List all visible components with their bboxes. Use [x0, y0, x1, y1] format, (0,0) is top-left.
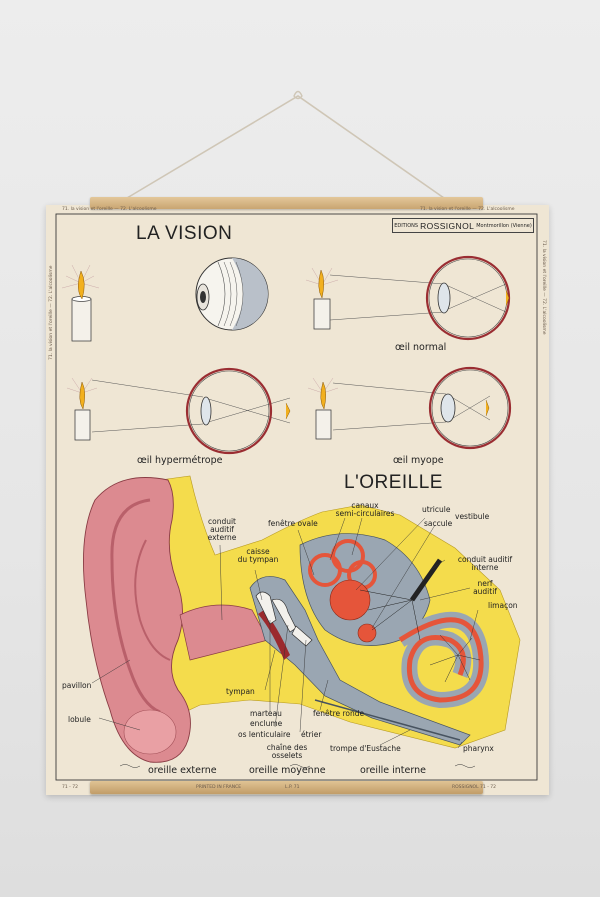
margin-bottom-center: PRINTED IN FRANCE: [196, 785, 242, 790]
margin-left-vertical: 71. la vision et l'oreille — 72. L'alcoo…: [49, 265, 54, 361]
label-oeil-normal: œil normal: [395, 342, 447, 353]
eye-side-view: [195, 257, 269, 331]
label-nerf-auditif: nerf auditif: [473, 579, 497, 596]
tympanic-membrane: [258, 610, 290, 660]
top-wood-rail: [90, 197, 483, 209]
leader-lines: [91, 517, 479, 749]
label-conduit-auditif-externe: conduit auditif externe: [207, 517, 237, 542]
eye-hypermetrope-diagram: [91, 367, 291, 455]
bottom-wood-rail: [90, 781, 483, 794]
ear-pinna: [83, 477, 191, 763]
eye-myope-diagram: [332, 366, 512, 450]
vision-title: LA VISION: [136, 223, 233, 244]
label-saccule: saccule: [424, 519, 453, 528]
candle-2: [305, 267, 339, 330]
label-marteau: marteau: [250, 709, 282, 718]
candle-4: [307, 377, 339, 440]
margin-bottom-right: ROSSIGNOL 71 - 72: [452, 785, 496, 790]
label-oeil-myope: œil myope: [393, 455, 444, 466]
label-caisse-du-tympan: caisse du tympan: [237, 547, 279, 564]
eye-normal-diagram: [329, 255, 511, 341]
label-vestibule: vestibule: [455, 512, 490, 521]
label-chaine-des-osselets: chaîne des osselets: [266, 743, 308, 760]
margin-bottom-code: L.P. 71: [285, 785, 300, 790]
margin-top-right: 71. la vision et l'oreille — 72. L'alcoo…: [420, 207, 515, 212]
margin-top-left: 71. la vision et l'oreille — 72. L'alcoo…: [62, 207, 157, 212]
label-utricule: utricule: [422, 505, 451, 514]
label-oreille-moyenne: oreille moyenne: [249, 765, 326, 776]
utricule-shape: [329, 579, 371, 621]
label-fenetre-ronde: fenêtre ronde: [313, 709, 365, 718]
candle-1: [61, 264, 100, 342]
middle-ear-cavity: [249, 576, 471, 746]
publisher-place: Montmorillon (Vienne): [476, 222, 532, 229]
label-enclume: enclume: [250, 719, 283, 728]
label-pavillon: pavillon: [62, 681, 92, 690]
margin-right-vertical: 71. la vision et l'oreille — 72. L'alcoo…: [541, 240, 546, 335]
label-tympan: tympan: [226, 687, 255, 696]
label-oeil-hypermetrope: œil hypermétrope: [137, 455, 223, 466]
label-oreille-interne: oreille interne: [360, 765, 426, 776]
publisher-prefix: EDITIONS: [394, 222, 419, 229]
label-limacon: limaçon: [488, 601, 518, 610]
label-etrier: étrier: [301, 730, 322, 739]
margin-bottom-left: 71 - 72: [62, 785, 78, 790]
label-canaux-semi-circulaires: canaux semi-circulaires: [335, 501, 395, 518]
label-trompe-d-eustache: trompe d'Eustache: [330, 744, 401, 753]
label-pharynx: pharynx: [463, 744, 494, 753]
label-fenetre-ovale: fenêtre ovale: [268, 519, 318, 528]
label-conduit-auditif-interne: conduit auditif interne: [457, 555, 513, 572]
label-lobule: lobule: [68, 715, 91, 724]
candle-3: [66, 377, 98, 441]
ear-title: L'OREILLE: [344, 472, 443, 493]
eustachian-tube: [314, 699, 461, 741]
cochlea: [395, 611, 490, 709]
publisher-name: ROSSIGNOL: [420, 220, 475, 231]
label-os-lenticulaire: os lenticulaire: [238, 730, 291, 739]
saccule-shape: [357, 623, 377, 643]
ossicles: [255, 591, 313, 647]
label-oreille-externe: oreille externe: [148, 765, 217, 776]
publisher-box: EDITIONS ROSSIGNOL Montmorillon (Vienne): [392, 218, 534, 233]
